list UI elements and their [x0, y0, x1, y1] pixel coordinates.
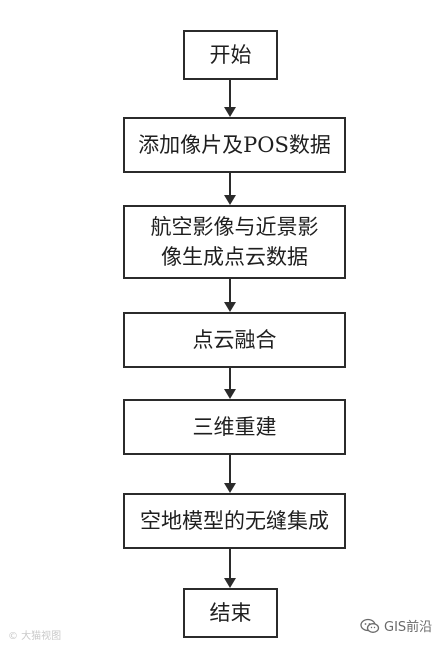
arrow-head-2: [224, 195, 236, 205]
start-node: 开始: [183, 30, 278, 80]
end-node-label: 结束: [209, 600, 252, 625]
arrow-head-6: [224, 578, 236, 588]
model-integration-node-label: 空地模型的无缝集成: [140, 508, 329, 533]
watermark-left-text: © 大猫视图: [8, 631, 62, 642]
generate-pointcloud-node: 航空影像与近景影 像生成点云数据: [123, 205, 346, 279]
end-node: 结束: [183, 588, 278, 638]
watermark-left: © 大猫视图: [8, 627, 61, 642]
pointcloud-fusion-node-label: 点云融合: [192, 327, 277, 352]
watermark-right-text: GIS前沿: [384, 620, 433, 635]
pointcloud-fusion-node: 点云融合: [123, 312, 346, 368]
add-images-node-label: 添加像片及POS数据: [138, 132, 331, 157]
add-images-node: 添加像片及POS数据: [123, 117, 346, 173]
arrow-integration-to-end: [229, 549, 231, 580]
watermark-right: GIS前沿: [360, 616, 432, 635]
arrow-head-1: [224, 107, 236, 117]
wechat-icon: [360, 618, 380, 634]
generate-pointcloud-label-line2: 像生成点云数据: [161, 245, 308, 269]
arrow-add-images-to-generate: [229, 173, 231, 197]
arrow-reconstruction-to-integration: [229, 455, 231, 485]
arrow-head-3: [224, 302, 236, 312]
generate-pointcloud-label-line1: 航空影像与近景影: [150, 214, 319, 239]
arrow-fusion-to-reconstruction: [229, 368, 231, 391]
start-node-label: 开始: [209, 42, 252, 67]
arrow-generate-to-fusion: [229, 279, 231, 304]
reconstruction-node-label: 三维重建: [192, 414, 277, 439]
arrow-head-5: [224, 483, 236, 493]
arrow-head-4: [224, 389, 236, 399]
model-integration-node: 空地模型的无缝集成: [123, 493, 346, 549]
arrow-start-to-add-images: [229, 80, 231, 109]
reconstruction-node: 三维重建: [123, 399, 346, 455]
